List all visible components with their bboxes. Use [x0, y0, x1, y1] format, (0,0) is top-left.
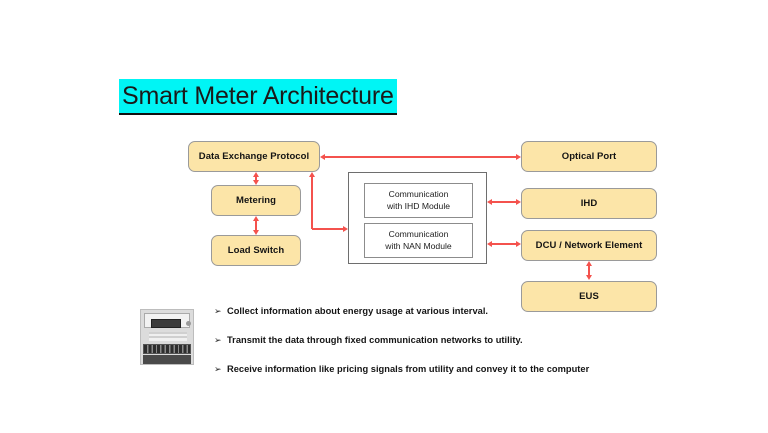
bullet-item-text: Transmit the data through fixed communic… — [227, 335, 523, 345]
node-ihd-label: IHD — [580, 198, 598, 209]
meter-terminal-block — [143, 344, 191, 354]
meter-indicator-led — [186, 321, 191, 326]
arrow-elbow-vertical-segment — [311, 177, 313, 229]
arrowhead-right-dep-optical — [516, 153, 521, 160]
meter-base — [143, 355, 191, 364]
node-eus[interactable]: EUS — [521, 281, 657, 312]
page-title-text: Smart Meter Architecture — [119, 79, 397, 115]
list-item: ➢ Collect information about energy usage… — [214, 305, 664, 317]
arrow-metering-to-load-switch — [255, 220, 257, 232]
arrow-dep-to-metering — [255, 176, 257, 182]
meter-display-housing — [144, 313, 191, 328]
arrowhead-right-comm-nan — [516, 240, 521, 247]
smart-meter-photo — [140, 309, 194, 365]
node-communication-with-nan-module[interactable]: Communication with NAN Module — [364, 223, 473, 258]
bullet-arrow-icon: ➢ — [214, 335, 222, 345]
arrowhead-up-dcu-eus — [585, 261, 592, 266]
page-title: Smart Meter Architecture — [119, 79, 397, 115]
bullet-arrow-icon: ➢ — [214, 306, 222, 316]
comm-nan-line1: Communication — [388, 229, 449, 239]
node-load-switch[interactable]: Load Switch — [211, 235, 301, 266]
meter-lcd-screen — [151, 319, 181, 328]
arrowhead-down-metering-load — [252, 230, 259, 235]
arrowhead-left-dep-optical — [320, 153, 325, 160]
arrowhead-left-comm-nan — [487, 240, 492, 247]
comm-ihd-line1: Communication — [388, 189, 449, 199]
communication-module-container: Communication with IHD Module Communicat… — [348, 172, 487, 264]
meter-nameplate-label — [149, 332, 187, 341]
list-item: ➢ Transmit the data through fixed commun… — [214, 334, 664, 346]
arrowhead-elbow-into-dep — [308, 172, 315, 177]
node-load-switch-label: Load Switch — [227, 245, 285, 256]
arrowhead-up-dep-metering — [252, 172, 259, 177]
arrow-elbow-horizontal-segment — [312, 228, 345, 230]
arrowhead-right-comm-ihd — [516, 198, 521, 205]
arrow-dep-to-optical-port — [325, 156, 517, 158]
node-data-exchange-protocol[interactable]: Data Exchange Protocol — [188, 141, 320, 172]
arrowhead-left-comm-ihd — [487, 198, 492, 205]
arrowhead-down-dcu-eus — [585, 275, 592, 280]
list-item: ➢ Receive information like pricing signa… — [214, 363, 664, 375]
node-metering-label: Metering — [236, 195, 276, 206]
node-dcu-network-element[interactable]: DCU / Network Element — [521, 230, 657, 261]
node-optical-port[interactable]: Optical Port — [521, 141, 657, 172]
arrowhead-up-metering-load — [252, 216, 259, 221]
node-ihd[interactable]: IHD — [521, 188, 657, 219]
node-eus-label: EUS — [579, 291, 599, 302]
bullet-list: ➢ Collect information about energy usage… — [214, 305, 664, 392]
node-metering[interactable]: Metering — [211, 185, 301, 216]
node-data-exchange-protocol-label: Data Exchange Protocol — [198, 151, 310, 162]
comm-nan-line2: with NAN Module — [385, 240, 452, 251]
node-dcu-network-element-label: DCU / Network Element — [535, 240, 643, 251]
bullet-item-text: Collect information about energy usage a… — [227, 306, 489, 316]
node-optical-port-label: Optical Port — [561, 151, 617, 162]
arrowhead-elbow-into-comm-box — [343, 225, 348, 232]
arrow-dcu-to-eus — [588, 265, 590, 277]
arrow-comm-nan-to-dcu — [492, 243, 517, 245]
comm-ihd-line2: with IHD Module — [386, 200, 451, 211]
arrowhead-down-dep-metering — [252, 180, 259, 185]
bullet-arrow-icon: ➢ — [214, 364, 222, 374]
arrow-comm-ihd-to-ihd — [492, 201, 517, 203]
node-communication-with-ihd-module[interactable]: Communication with IHD Module — [364, 183, 473, 218]
bullet-item-text: Receive information like pricing signals… — [227, 364, 590, 374]
